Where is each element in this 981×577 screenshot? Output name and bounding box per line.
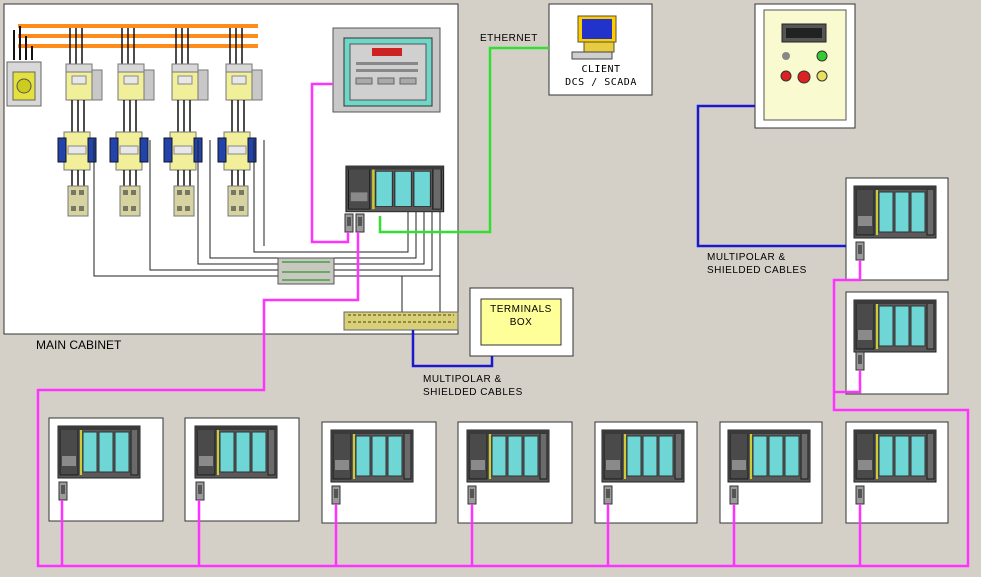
cables-label-right: MULTIPOLAR & SHIELDED CABLES [707, 252, 807, 276]
internal-terminal-strip [277, 257, 335, 285]
hmi-profibus-cable [310, 82, 350, 244]
hmi-panel [332, 27, 441, 113]
profibus-drop [834, 370, 862, 394]
ethernet-cable [378, 46, 549, 234]
main-switch [6, 61, 42, 107]
ethernet-label: ETHERNET [480, 33, 538, 44]
profibus-drops [60, 500, 862, 566]
busbars [13, 24, 258, 60]
starter-columns [57, 28, 263, 217]
terminals-box-inner [480, 298, 562, 346]
external-terminal-strip [343, 311, 459, 331]
main-cabinet-label: MAIN CABINET [36, 338, 122, 352]
client-label: CLIENT DCS / SCADA [565, 64, 637, 88]
terminals-box-label: TERMINALS BOX [490, 304, 552, 328]
cables-label-bottom: MULTIPOLAR & SHIELDED CABLES [423, 374, 523, 398]
computer-icon [571, 15, 617, 60]
field-control-panel [763, 9, 847, 121]
field-panel-cable [696, 104, 846, 248]
terminals-cable [411, 330, 494, 368]
profibus-trunk [36, 232, 970, 568]
